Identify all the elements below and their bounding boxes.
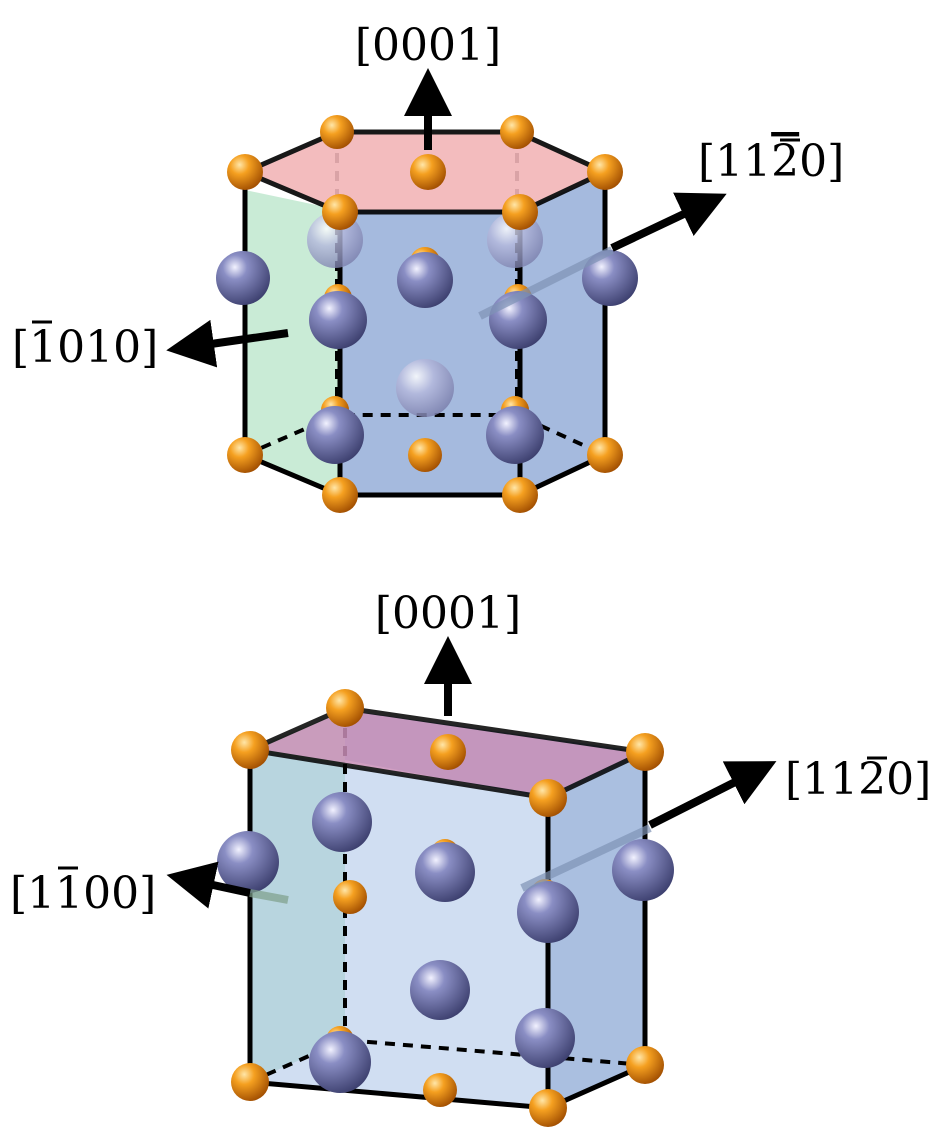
atom-blue bbox=[582, 250, 638, 306]
atom-orange bbox=[322, 477, 358, 513]
atom-blue bbox=[517, 881, 579, 943]
atom-orange bbox=[626, 1046, 664, 1084]
atom-blue bbox=[396, 359, 454, 417]
label-1bar100: [1100] bbox=[10, 868, 156, 919]
arrow-right bbox=[610, 192, 727, 252]
atom-orange bbox=[529, 779, 567, 817]
atom-blue bbox=[309, 1031, 371, 1093]
atom-blue bbox=[397, 252, 453, 308]
blue-front-face bbox=[340, 175, 605, 495]
atom-orange bbox=[626, 733, 664, 771]
atom-orange bbox=[227, 437, 263, 473]
atom-blue bbox=[410, 960, 470, 1020]
atom-blue bbox=[515, 1008, 575, 1068]
atom-blue bbox=[306, 406, 364, 464]
atom-orange bbox=[410, 154, 446, 190]
atom-blue bbox=[415, 842, 475, 902]
arrow-left bbox=[166, 319, 289, 368]
atom-blue bbox=[216, 251, 270, 305]
atom-orange bbox=[231, 1063, 269, 1101]
atom-blue bbox=[312, 792, 372, 852]
label-11-20-bottom: [1120] bbox=[785, 754, 931, 805]
hexagonal-cell: [0001] [1120] [1010] bbox=[12, 20, 844, 513]
atom-blue bbox=[217, 831, 279, 893]
label-11-20-top: [1120] bbox=[698, 136, 844, 187]
atom-orange bbox=[502, 477, 538, 513]
atom-orange bbox=[320, 115, 354, 149]
atom-orange bbox=[500, 115, 534, 149]
atom-orange bbox=[430, 734, 466, 770]
overbar-digit: 2 bbox=[771, 136, 799, 187]
atom-blue bbox=[486, 406, 544, 464]
label-bar1010: [1010] bbox=[12, 322, 158, 373]
blue-front-face bbox=[345, 710, 645, 1108]
label-0001-bottom: [0001] bbox=[375, 588, 521, 639]
arrow-right-hidden bbox=[520, 824, 652, 892]
atom-orange bbox=[529, 1089, 567, 1127]
atom-orange bbox=[423, 1073, 457, 1107]
label-0001-top: [0001] bbox=[355, 20, 501, 71]
atom-orange bbox=[587, 154, 623, 190]
atom-orange bbox=[322, 194, 358, 230]
orthohexagonal-cell: [0001] [1120] [1100] bbox=[10, 588, 931, 1127]
atom-orange bbox=[587, 437, 623, 473]
atom-orange bbox=[326, 689, 364, 727]
arrow-left bbox=[166, 861, 251, 909]
atom-orange bbox=[502, 194, 538, 230]
atom-orange bbox=[227, 154, 263, 190]
atom-orange bbox=[231, 731, 269, 769]
atom-orange bbox=[333, 880, 367, 914]
atom-blue bbox=[612, 839, 674, 901]
arrow-right-hidden bbox=[478, 246, 614, 320]
atom-orange bbox=[408, 438, 442, 472]
atom-blue bbox=[309, 291, 367, 349]
arrow-right bbox=[648, 761, 777, 829]
